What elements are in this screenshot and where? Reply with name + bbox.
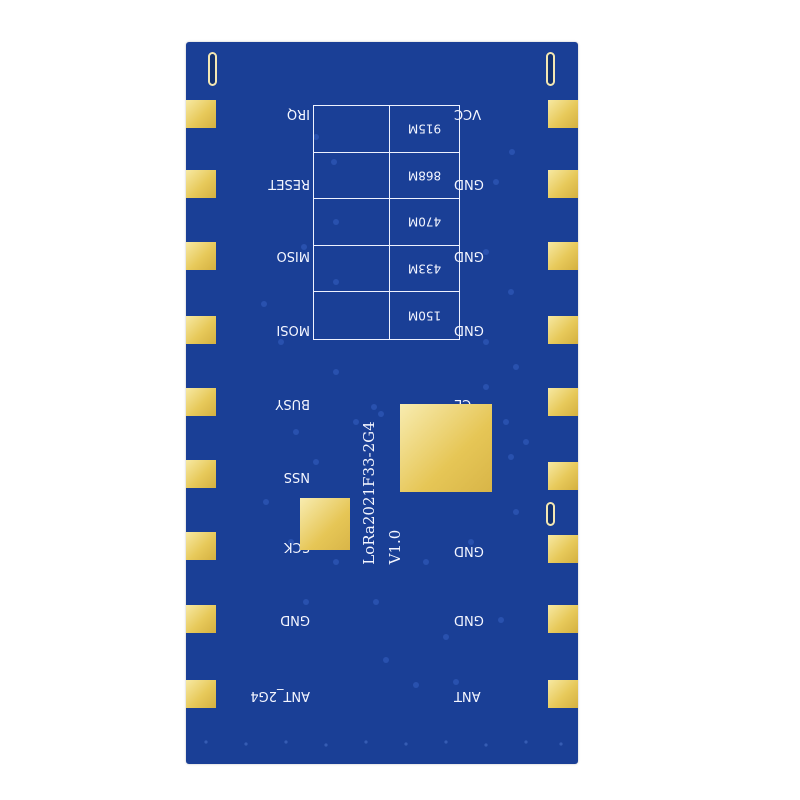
frequency-row: 470M bbox=[314, 199, 459, 246]
frequency-label: 915M bbox=[407, 121, 442, 136]
mounting-slot bbox=[546, 502, 555, 526]
frequency-label: 433M bbox=[407, 261, 442, 276]
pin-pad-gnd bbox=[186, 605, 216, 633]
frequency-row: 915M bbox=[314, 106, 459, 153]
pin-pad-gnd bbox=[548, 462, 578, 490]
pin-label-gnd: GND bbox=[454, 176, 484, 191]
frequency-checkbox bbox=[314, 152, 390, 199]
pin-label-gnd: GND bbox=[454, 248, 484, 263]
pin-pad-gnd bbox=[548, 242, 578, 270]
version-label: V1.0 bbox=[383, 512, 407, 582]
frequency-checkbox bbox=[314, 106, 390, 152]
model-text: LoRa2021F33-2G4 bbox=[360, 421, 378, 565]
pcb-module: IRQ RESET MISO MOSI BUSY NSS SCK GND ANT… bbox=[186, 42, 578, 764]
pin-pad-gnd bbox=[548, 605, 578, 633]
pin-label-gnd: GND bbox=[280, 612, 310, 627]
pin-label-ant-2g4: ANT_2G4 bbox=[250, 688, 310, 703]
pin-pad-vcc bbox=[548, 100, 578, 128]
pin-pad-nss bbox=[186, 460, 216, 488]
frequency-checkbox bbox=[314, 199, 390, 245]
pin-pad-ant bbox=[548, 680, 578, 708]
pin-label-sck: SCK bbox=[284, 539, 310, 554]
pin-pad-irq bbox=[186, 100, 216, 128]
frequency-label: 150M bbox=[407, 308, 442, 323]
pin-pad-busy bbox=[186, 388, 216, 416]
frequency-label: 470M bbox=[407, 214, 442, 229]
pin-pad-sck bbox=[186, 532, 216, 560]
frequency-checkbox bbox=[314, 292, 390, 339]
pin-label-reset: RESET bbox=[268, 176, 310, 191]
pin-label-mosi: MOSI bbox=[276, 322, 310, 337]
frequency-row: 433M bbox=[314, 245, 459, 293]
version-text: V1.0 bbox=[386, 529, 404, 565]
via-pattern bbox=[204, 134, 563, 747]
pin-label-nss: NSS bbox=[283, 469, 310, 484]
pin-pad-miso bbox=[186, 242, 216, 270]
pin-pad-gnd bbox=[548, 316, 578, 344]
model-label: LoRa2021F33-2G4 bbox=[354, 408, 384, 578]
pin-label-gnd: GND bbox=[454, 612, 484, 627]
frequency-table: 915M 868M 470M 433M 150M bbox=[313, 105, 460, 340]
pin-pad-gnd bbox=[548, 535, 578, 563]
frequency-checkbox bbox=[314, 245, 390, 292]
pin-label-irq: IRQ bbox=[286, 106, 310, 121]
pin-label-miso: MISO bbox=[276, 248, 310, 263]
ground-pad-small bbox=[300, 498, 350, 550]
pin-label-gnd: GND bbox=[454, 322, 484, 337]
mounting-slot bbox=[546, 52, 555, 86]
pin-pad-reset bbox=[186, 170, 216, 198]
pin-label-ant: ANT bbox=[454, 688, 481, 703]
pin-label-vcc: VCC bbox=[454, 106, 482, 121]
frequency-row: 868M bbox=[314, 152, 459, 200]
mounting-slot bbox=[208, 52, 217, 86]
pin-pad-ant-2g4 bbox=[186, 680, 216, 708]
frequency-row: 150M bbox=[314, 292, 459, 339]
pin-label-busy: BUSY bbox=[275, 396, 310, 411]
frequency-label: 868M bbox=[407, 168, 442, 183]
pin-pad-mosi bbox=[186, 316, 216, 344]
pin-pad-ce bbox=[548, 388, 578, 416]
pin-label-gnd: GND bbox=[454, 543, 484, 558]
ground-pad-large bbox=[400, 404, 492, 492]
pin-pad-gnd bbox=[548, 170, 578, 198]
